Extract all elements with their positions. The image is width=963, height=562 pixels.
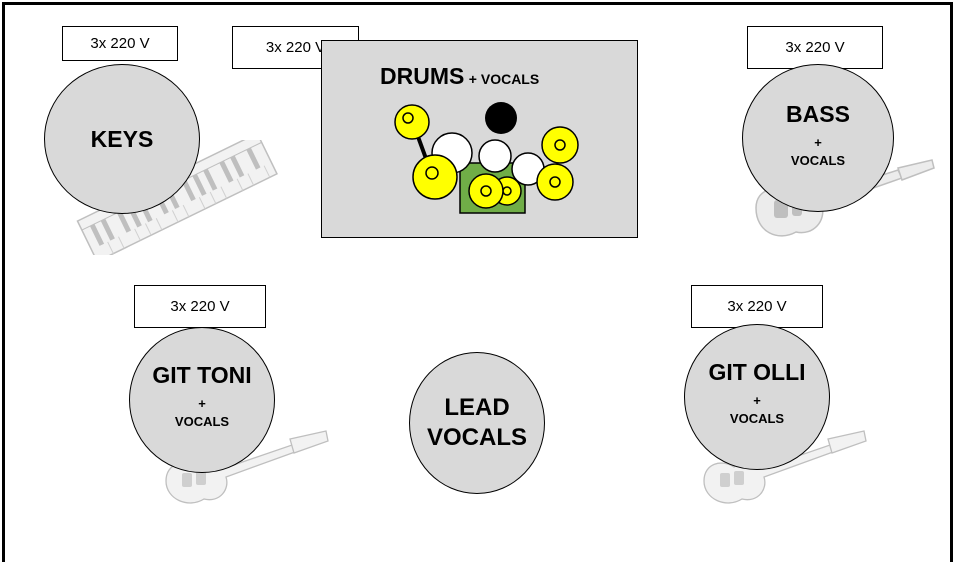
drum-kit-icon <box>394 102 579 214</box>
power-box-bass: 3x 220 V <box>747 26 883 69</box>
power-box-git-toni: 3x 220 V <box>134 285 266 328</box>
git-olli-label: GIT OLLI <box>708 358 806 385</box>
bass-position: BASS + VOCALS <box>742 64 894 212</box>
lead-vocals-position: LEAD VOCALS <box>409 352 545 494</box>
git-olli-vocals: VOCALS <box>729 410 785 426</box>
drums-suffix: + VOCALS <box>468 71 540 87</box>
power-box-git-olli: 3x 220 V <box>691 285 823 328</box>
git-toni-vocals: VOCALS <box>174 413 230 429</box>
keys-label: KEYS <box>90 125 154 152</box>
drums-title: DRUMS <box>380 63 465 89</box>
git-toni-label: GIT TONI <box>152 361 252 388</box>
git-toni-plus: + <box>198 395 206 411</box>
bass-vocals: VOCALS <box>790 152 846 168</box>
power-box-keys: 3x 220 V <box>62 26 178 61</box>
bass-plus: + <box>814 134 822 150</box>
keys-position: KEYS <box>44 64 200 214</box>
guitar-icon-olli <box>703 430 867 504</box>
lead-label-line2: VOCALS <box>426 424 527 451</box>
bass-label: BASS <box>786 100 850 127</box>
drums-label: DRUMS + VOCALS <box>380 63 539 90</box>
lead-label-line1: LEAD <box>444 394 510 421</box>
git-toni-position: GIT TONI + VOCALS <box>129 327 275 473</box>
git-olli-position: GIT OLLI + VOCALS <box>684 324 830 470</box>
git-olli-plus: + <box>753 392 761 408</box>
